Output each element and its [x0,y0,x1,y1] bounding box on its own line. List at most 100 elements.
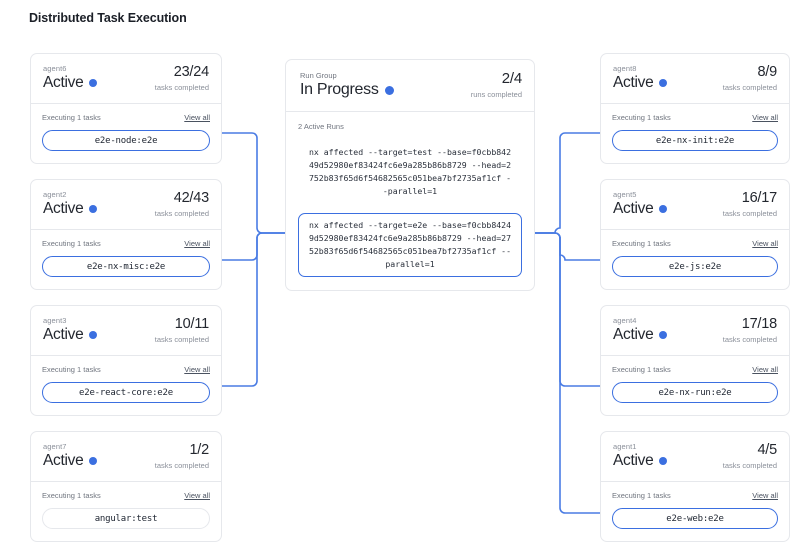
agent-status-row: Active [43,200,209,218]
view-all-link[interactable]: View all [752,491,778,500]
view-all-link[interactable]: View all [184,113,210,122]
agent-name: agent7 [43,442,67,451]
agent-card-header: agent7 Active 1/2 tasks completed [31,432,221,481]
view-all-link[interactable]: View all [752,365,778,374]
view-all-link[interactable]: View all [184,491,210,500]
task-pill[interactable]: e2e-node:e2e [42,130,210,151]
agent-count-label: tasks completed [722,335,777,344]
connector-agent8 [529,132,611,234]
task-pill[interactable]: angular:test [42,508,210,529]
agent-card-agent8[interactable]: agent8 Active 8/9 tasks completed Execut… [600,53,790,164]
agent-body-row: Executing 1 tasks View all [42,113,210,122]
agent-count-label: tasks completed [722,83,777,92]
run-command-active[interactable]: nx affected --target=e2e --base=f0cbb842… [298,213,522,277]
task-pill[interactable]: e2e-nx-init:e2e [612,130,778,151]
agent-card-body: Executing 1 tasks View all angular:test [31,482,221,541]
agent-name: agent6 [43,64,67,73]
agent-card-header: agent2 Active 42/43 tasks completed [31,180,221,229]
agent-status-row: Active [43,452,209,470]
agent-card-body: Executing 1 tasks View all e2e-node:e2e [31,104,221,163]
view-all-link[interactable]: View all [752,239,778,248]
agent-count: 17/18 tasks completed [723,316,777,344]
agent-card-header: agent5 Active 16/17 tasks completed [601,180,789,229]
agent-body-row: Executing 1 tasks View all [42,491,210,500]
agent-status-label: Active [43,200,84,217]
agent-body-row: Executing 1 tasks View all [612,491,778,500]
connector-agent5 [529,232,611,261]
agent-count-label: tasks completed [722,461,777,470]
agent-card-body: Executing 1 tasks View all e2e-react-cor… [31,356,221,415]
run-group-count: 2/4 runs completed [471,70,522,99]
agent-status-row: Active [613,452,777,470]
agent-status-label: Active [43,74,84,91]
task-pill[interactable]: e2e-js:e2e [612,256,778,277]
executing-label: Executing 1 tasks [42,365,101,374]
agent-count: 1/2 tasks completed [155,442,209,470]
agent-count: 23/24 tasks completed [155,64,209,92]
agent-name: agent5 [613,190,637,199]
connector-agent6 [222,132,291,234]
status-dot-icon [89,205,98,213]
agent-status-row: Active [613,326,777,344]
agent-body-row: Executing 1 tasks View all [42,365,210,374]
agent-name: agent4 [613,316,637,325]
status-dot-icon [659,457,668,465]
executing-label: Executing 1 tasks [612,239,671,248]
status-dot-icon [659,205,668,213]
executing-label: Executing 1 tasks [612,113,671,122]
agent-card-header: agent4 Active 17/18 tasks completed [601,306,789,355]
agent-body-row: Executing 1 tasks View all [612,365,778,374]
status-dot-icon [659,331,668,339]
agent-count-value: 17/18 [741,316,777,332]
agent-count-label: tasks completed [722,209,777,218]
agent-status-label: Active [613,326,654,343]
agent-card-agent3[interactable]: agent3 Active 10/11 tasks completed Exec… [30,305,222,416]
agent-card-body: Executing 1 tasks View all e2e-nx-init:e… [601,104,789,163]
divider [286,111,534,112]
agent-name: agent1 [613,442,637,451]
view-all-link[interactable]: View all [752,113,778,122]
agent-count-value: 10/11 [174,316,209,332]
divider [601,355,789,356]
task-pill[interactable]: e2e-web:e2e [612,508,778,529]
agent-status-label: Active [613,200,654,217]
agent-name: agent8 [613,64,637,73]
status-dot-icon [89,331,98,339]
executing-label: Executing 1 tasks [612,491,671,500]
agent-card-agent1[interactable]: agent1 Active 4/5 tasks completed Execut… [600,431,790,542]
task-pill[interactable]: e2e-react-core:e2e [42,382,210,403]
agent-count-value: 4/5 [757,442,777,458]
divider [31,481,221,482]
agent-count-label: tasks completed [154,209,209,218]
run-group-count-label: runs completed [470,90,522,99]
agent-count-value: 8/9 [757,64,777,80]
agent-card-agent2[interactable]: agent2 Active 42/43 tasks completed Exec… [30,179,222,290]
view-all-link[interactable]: View all [184,239,210,248]
run-group-card[interactable]: Run Group In Progress 2/4 runs completed… [285,59,535,291]
run-command[interactable]: nx affected --target=test --base=f0cbb84… [308,147,512,196]
task-pill[interactable]: e2e-nx-run:e2e [612,382,778,403]
agent-card-agent5[interactable]: agent5 Active 16/17 tasks completed Exec… [600,179,790,290]
agent-count-value: 42/43 [173,190,209,206]
agent-count: 4/5 tasks completed [723,442,777,470]
agent-status-row: Active [613,74,777,92]
executing-label: Executing 1 tasks [612,365,671,374]
agent-name: agent3 [43,316,67,325]
agent-card-agent4[interactable]: agent4 Active 17/18 tasks completed Exec… [600,305,790,416]
agent-count-label: tasks completed [154,335,209,344]
agent-card-header: agent6 Active 23/24 tasks completed [31,54,221,103]
run-group-status-row: In Progress [300,81,520,99]
executing-label: Executing 1 tasks [42,239,101,248]
agent-card-agent6[interactable]: agent6 Active 23/24 tasks completed Exec… [30,53,222,164]
agent-count-value: 23/24 [173,64,209,80]
divider [31,229,221,230]
run-group-count-value: 2/4 [501,70,522,87]
divider [31,355,221,356]
status-dot-icon [659,79,668,87]
run-group-kicker: Run Group [300,71,337,80]
agent-status-row: Active [43,74,209,92]
agent-card-agent7[interactable]: agent7 Active 1/2 tasks completed Execut… [30,431,222,542]
task-pill[interactable]: e2e-nx-misc:e2e [42,256,210,277]
view-all-link[interactable]: View all [184,365,210,374]
agent-body-row: Executing 1 tasks View all [42,239,210,248]
